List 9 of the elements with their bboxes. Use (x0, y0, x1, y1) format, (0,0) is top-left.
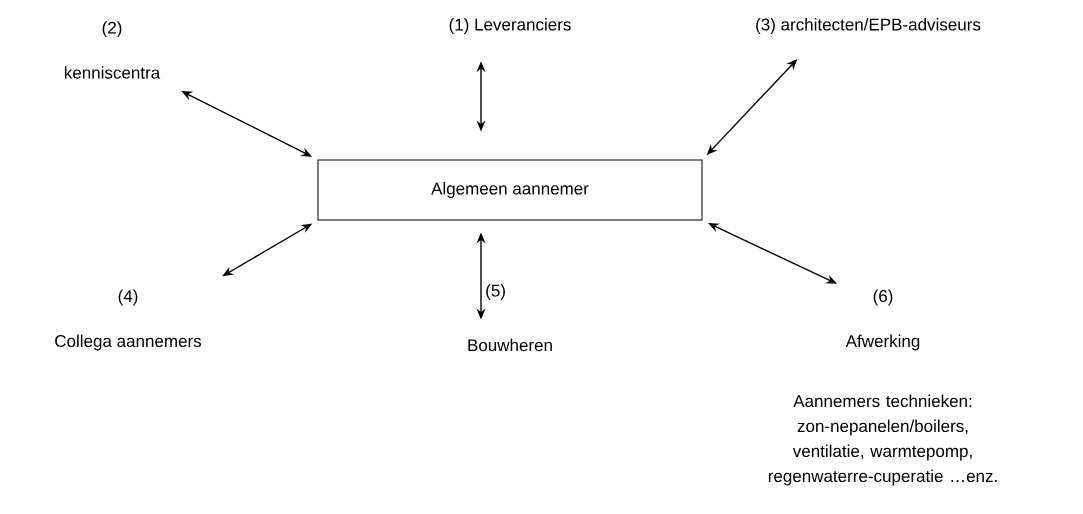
node-label: (6) Afwerking (845, 289, 920, 351)
node-label: Bouwheren (468, 338, 552, 352)
note-text: Aannemers technieken: zon-nepanelen/boilers, ventilatie, warmtepomp, regenwaterre-cuperatie …enz. (768, 394, 997, 486)
edge-label: (5) (486, 284, 505, 300)
process-box: Algemeen aannemer (317, 159, 703, 221)
node-label: (2) kenniscentra (64, 21, 161, 79)
node-label: (4) Collega aannemers (55, 289, 202, 351)
node-label: (3) architecten/EPB-adviseurs (756, 18, 981, 34)
node-label: (1) Leveranciers (449, 18, 571, 34)
